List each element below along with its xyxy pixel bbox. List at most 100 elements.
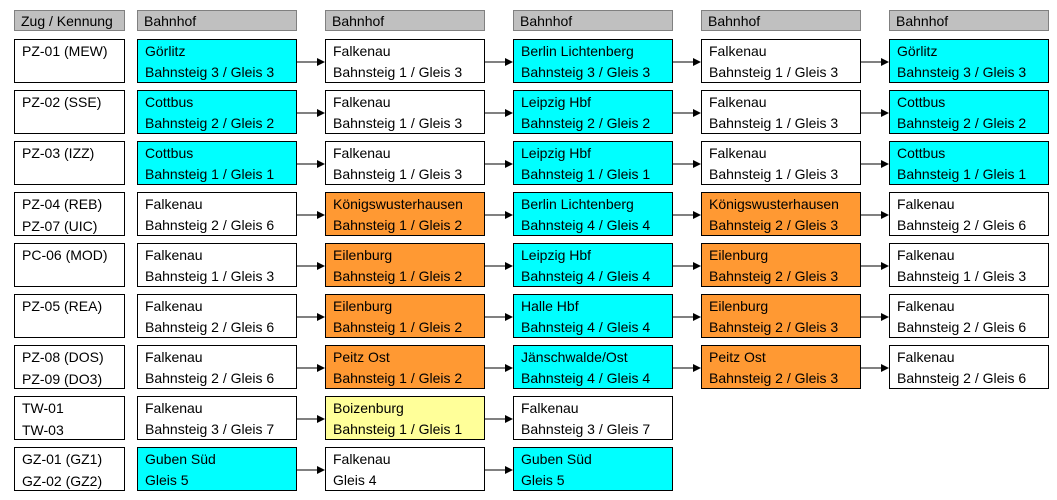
platform-track: Bahnsteig 4 / Gleis 4 — [521, 319, 651, 335]
station-name: Guben Süd — [145, 451, 216, 467]
train-id-cell: GZ-01 (GZ1)GZ-02 (GZ2) — [14, 447, 125, 491]
train-id: TW-03 — [22, 422, 64, 438]
station-name: Königswusterhausen — [709, 196, 839, 212]
train-id-cell: PZ-01 (MEW) — [14, 39, 125, 83]
platform-track: Bahnsteig 2 / Gleis 3 — [709, 268, 839, 284]
platform-track: Bahnsteig 2 / Gleis 3 — [709, 217, 839, 233]
header-bahnhof-3: Bahnhof — [513, 10, 673, 31]
station-name: Falkenau — [145, 400, 203, 416]
station-name: Eilenburg — [333, 298, 393, 314]
station-name: Peitz Ost — [333, 349, 390, 365]
train-id: PC-06 (MOD) — [22, 247, 108, 263]
platform-track: Bahnsteig 2 / Gleis 2 — [145, 115, 275, 131]
station-name: Falkenau — [897, 298, 955, 314]
station-name: Leipzig Hbf — [521, 247, 592, 263]
train-id: GZ-01 (GZ1) — [22, 451, 103, 467]
platform-track: Bahnsteig 3 / Gleis 3 — [897, 64, 1027, 80]
train-id: PZ-07 (UIC) — [22, 218, 98, 234]
station-name: Halle Hbf — [521, 298, 579, 314]
station-name: Jänschwalde/Ost — [521, 349, 628, 365]
train-id: PZ-01 (MEW) — [22, 43, 108, 59]
platform-track: Bahnsteig 2 / Gleis 3 — [709, 319, 839, 335]
platform-track: Bahnsteig 3 / Gleis 3 — [145, 64, 275, 80]
header-bahnhof-4: Bahnhof — [701, 10, 861, 31]
station-name: Falkenau — [709, 145, 767, 161]
platform-track: Bahnsteig 2 / Gleis 6 — [897, 319, 1027, 335]
platform-track: Bahnsteig 1 / Gleis 3 — [709, 64, 839, 80]
platform-track: Bahnsteig 1 / Gleis 2 — [333, 217, 463, 233]
train-id: PZ-02 (SSE) — [22, 94, 102, 110]
platform-track: Bahnsteig 1 / Gleis 3 — [709, 166, 839, 182]
station-name: Peitz Ost — [709, 349, 766, 365]
platform-track: Bahnsteig 2 / Gleis 6 — [145, 217, 275, 233]
platform-track: Bahnsteig 2 / Gleis 3 — [709, 370, 839, 386]
platform-track: Bahnsteig 1 / Gleis 2 — [333, 370, 463, 386]
platform-track: Bahnsteig 1 / Gleis 3 — [709, 115, 839, 131]
station-name: Leipzig Hbf — [521, 145, 592, 161]
platform-track: Gleis 5 — [521, 472, 565, 488]
platform-track: Bahnsteig 3 / Gleis 7 — [521, 421, 651, 437]
station-name: Cottbus — [897, 94, 946, 110]
platform-track: Bahnsteig 1 / Gleis 1 — [333, 421, 463, 437]
platform-track: Bahnsteig 1 / Gleis 3 — [145, 268, 275, 284]
station-name: Eilenburg — [709, 247, 769, 263]
platform-track: Bahnsteig 2 / Gleis 6 — [145, 319, 275, 335]
platform-track: Bahnsteig 1 / Gleis 3 — [897, 268, 1027, 284]
header-bahnhof-5: Bahnhof — [889, 10, 1049, 31]
station-name: Görlitz — [145, 43, 186, 59]
station-name: Guben Süd — [521, 451, 592, 467]
platform-track: Bahnsteig 1 / Gleis 2 — [333, 319, 463, 335]
train-id: PZ-05 (REA) — [22, 298, 103, 314]
platform-track: Bahnsteig 1 / Gleis 2 — [333, 268, 463, 284]
train-id: PZ-08 (DOS) — [22, 349, 104, 365]
platform-track: Bahnsteig 4 / Gleis 4 — [521, 268, 651, 284]
station-name: Cottbus — [145, 94, 194, 110]
station-name: Falkenau — [521, 400, 579, 416]
station-name: Königswusterhausen — [333, 196, 463, 212]
station-name: Eilenburg — [333, 247, 393, 263]
station-name: Falkenau — [897, 247, 955, 263]
train-id: PZ-09 (DO3) — [22, 371, 103, 387]
train-id-cell: PC-06 (MOD) — [14, 243, 125, 287]
train-id-cell: PZ-02 (SSE) — [14, 90, 125, 134]
station-name: Cottbus — [897, 145, 946, 161]
platform-track: Bahnsteig 2 / Gleis 6 — [145, 370, 275, 386]
train-id: TW-01 — [22, 400, 64, 416]
station-name: Falkenau — [333, 43, 391, 59]
station-name: Falkenau — [145, 196, 203, 212]
train-id: PZ-04 (REB) — [22, 196, 103, 212]
station-name: Falkenau — [333, 94, 391, 110]
platform-track: Bahnsteig 2 / Gleis 2 — [897, 115, 1027, 131]
platform-track: Gleis 5 — [145, 472, 189, 488]
station-name: Falkenau — [145, 247, 203, 263]
station-name: Falkenau — [145, 298, 203, 314]
station-name: Falkenau — [333, 451, 391, 467]
platform-track: Bahnsteig 4 / Gleis 4 — [521, 217, 651, 233]
platform-track: Bahnsteig 1 / Gleis 1 — [897, 166, 1027, 182]
train-id-cell: PZ-05 (REA) — [14, 294, 125, 338]
station-name: Falkenau — [897, 196, 955, 212]
station-name: Berlin Lichtenberg — [521, 196, 634, 212]
